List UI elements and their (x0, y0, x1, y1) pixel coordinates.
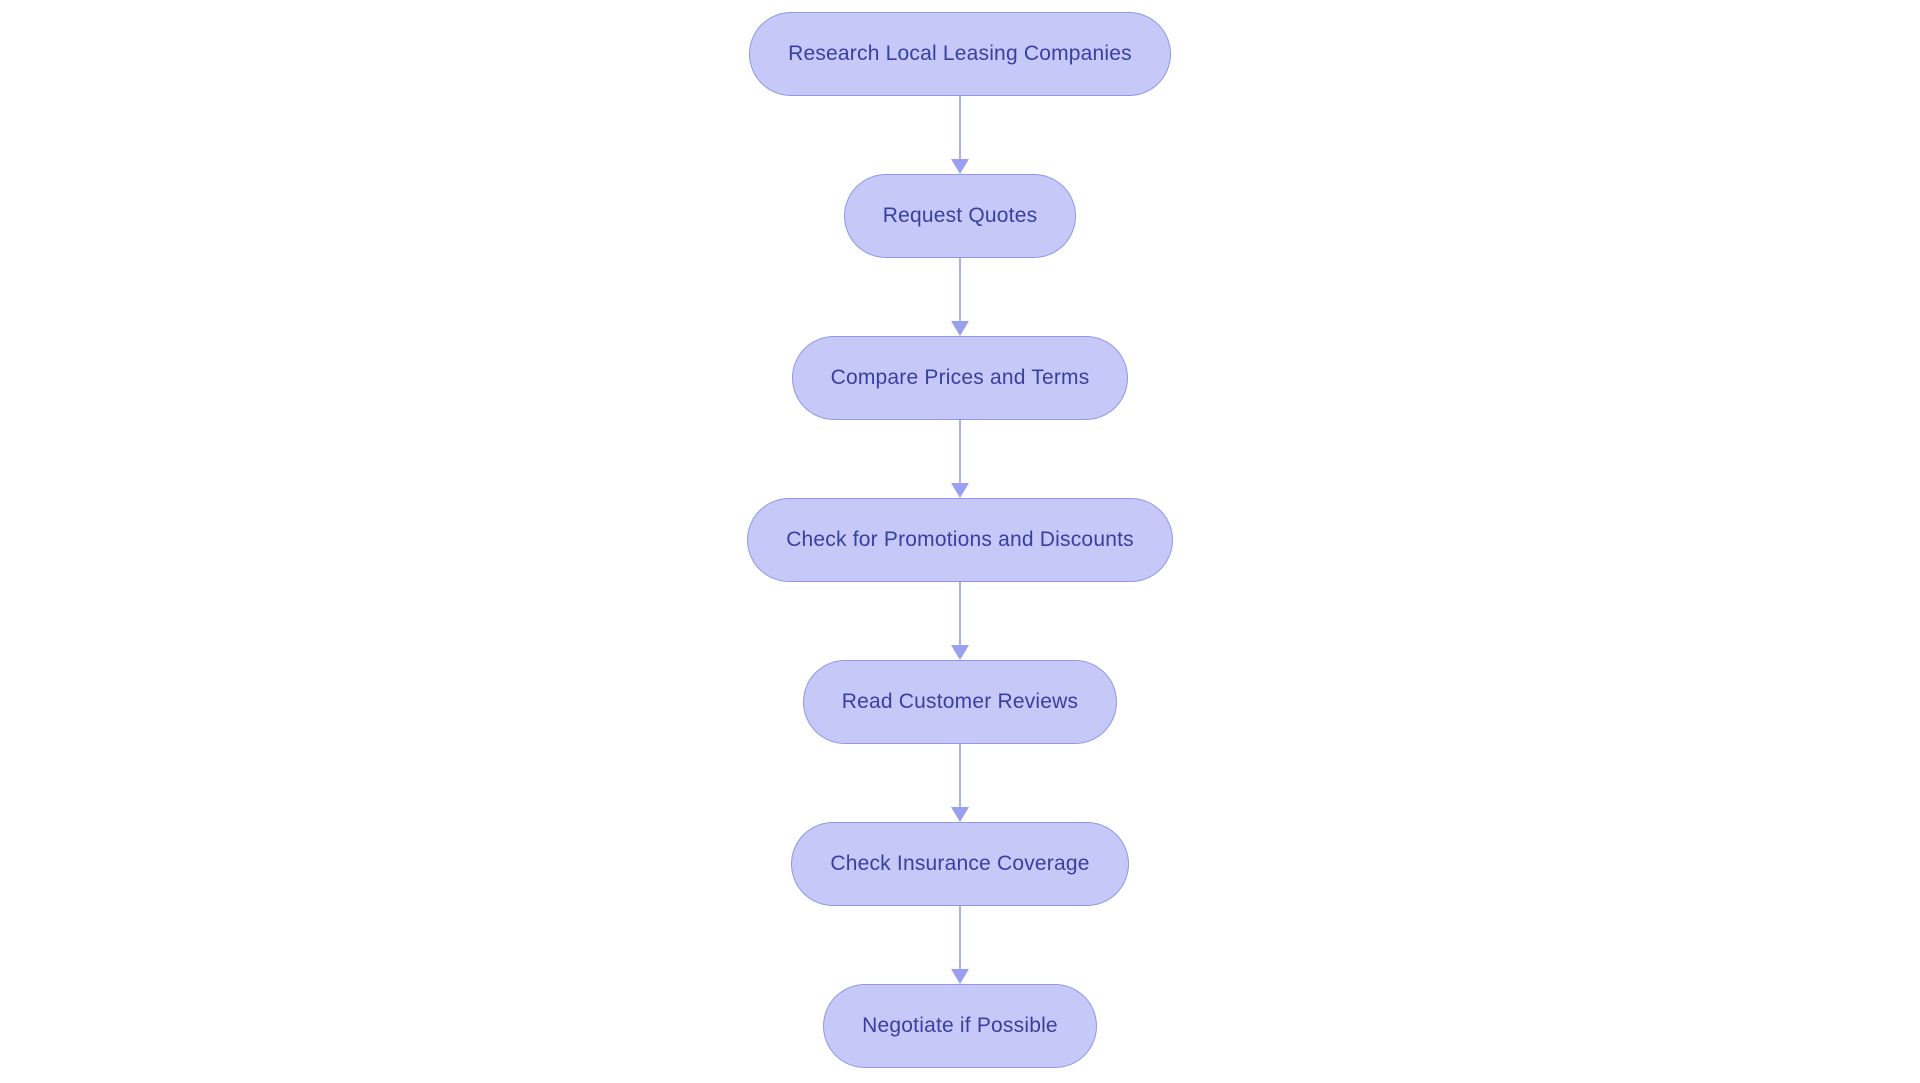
arrow-head-icon (951, 807, 969, 822)
arrow-head-icon (951, 969, 969, 984)
arrow-connector (951, 582, 969, 660)
arrow-head-icon (951, 645, 969, 660)
arrow-connector (951, 744, 969, 822)
arrow-line (958, 258, 962, 321)
flow-node-negotiate: Negotiate if Possible (823, 984, 1097, 1068)
flow-node-label: Check Insurance Coverage (830, 852, 1090, 875)
flow-node-label: Compare Prices and Terms (830, 366, 1090, 389)
arrow-connector (951, 906, 969, 984)
arrow-line (958, 420, 962, 483)
arrow-connector (951, 96, 969, 174)
arrow-line (958, 906, 962, 969)
arrow-line (958, 744, 962, 807)
arrow-head-icon (951, 321, 969, 336)
arrow-connector (951, 420, 969, 498)
flow-node-check-insurance: Check Insurance Coverage (791, 822, 1129, 906)
arrow-line (958, 582, 962, 645)
flow-node-label: Check for Promotions and Discounts (786, 528, 1134, 551)
flowchart-column: Research Local Leasing Companies Request… (0, 12, 1920, 1068)
flow-node-check-promotions: Check for Promotions and Discounts (747, 498, 1173, 582)
arrow-connector (951, 258, 969, 336)
arrow-line (958, 96, 962, 159)
arrow-head-icon (951, 159, 969, 174)
flow-node-compare-prices: Compare Prices and Terms (791, 336, 1129, 420)
flow-node-read-reviews: Read Customer Reviews (802, 660, 1118, 744)
arrow-head-icon (951, 483, 969, 498)
flow-node-label: Read Customer Reviews (841, 690, 1079, 713)
flow-node-label: Request Quotes (882, 204, 1038, 227)
flow-node-research-companies: Research Local Leasing Companies (749, 12, 1171, 96)
flow-node-label: Negotiate if Possible (862, 1014, 1058, 1037)
flow-node-request-quotes: Request Quotes (843, 174, 1077, 258)
flow-node-label: Research Local Leasing Companies (788, 42, 1132, 65)
